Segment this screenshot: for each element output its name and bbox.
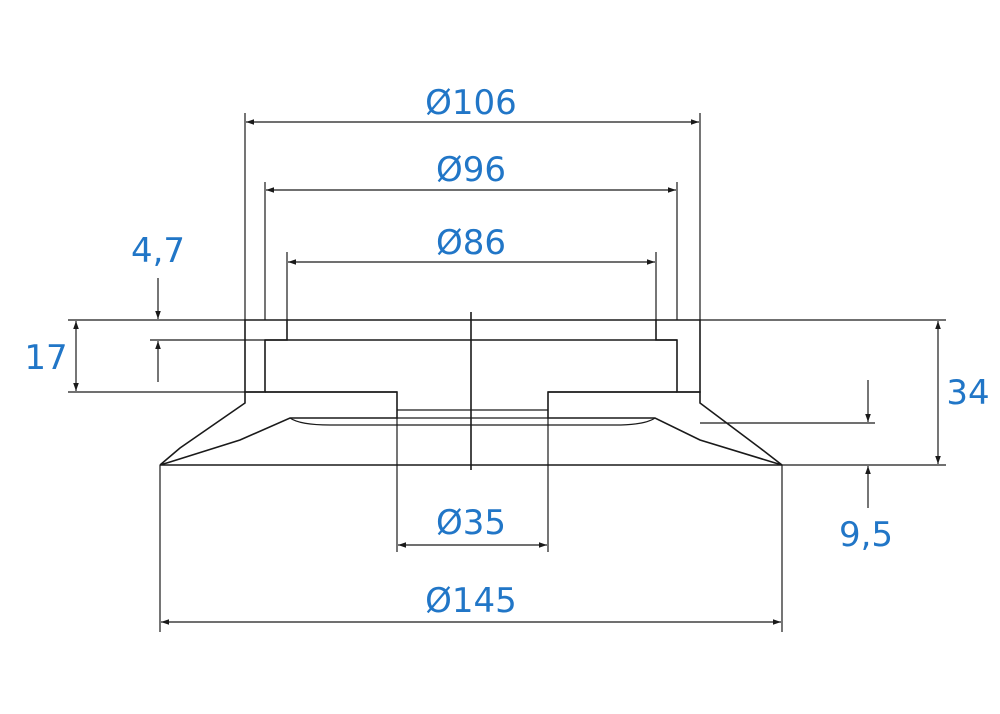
label-h17: 17 [24, 338, 67, 378]
right-wall-section [655, 319, 701, 393]
label-h9-5: 9,5 [839, 515, 893, 555]
dimension-labels: Ø106 Ø96 Ø86 Ø35 Ø145 17 4,7 34 9,5 [24, 83, 989, 621]
extension-lines [68, 113, 946, 632]
label-h4-7: 4,7 [131, 231, 185, 271]
dimension-lines [73, 119, 941, 625]
label-d96: Ø96 [436, 150, 506, 190]
left-lip-section [159, 391, 398, 466]
label-d35: Ø35 [436, 503, 506, 543]
right-lip-section [547, 391, 783, 466]
left-wall-section [244, 319, 288, 393]
label-d145: Ø145 [425, 581, 517, 621]
part-section [159, 312, 783, 470]
label-d106: Ø106 [425, 83, 517, 123]
label-d86: Ø86 [436, 223, 506, 263]
label-h34: 34 [946, 373, 989, 413]
